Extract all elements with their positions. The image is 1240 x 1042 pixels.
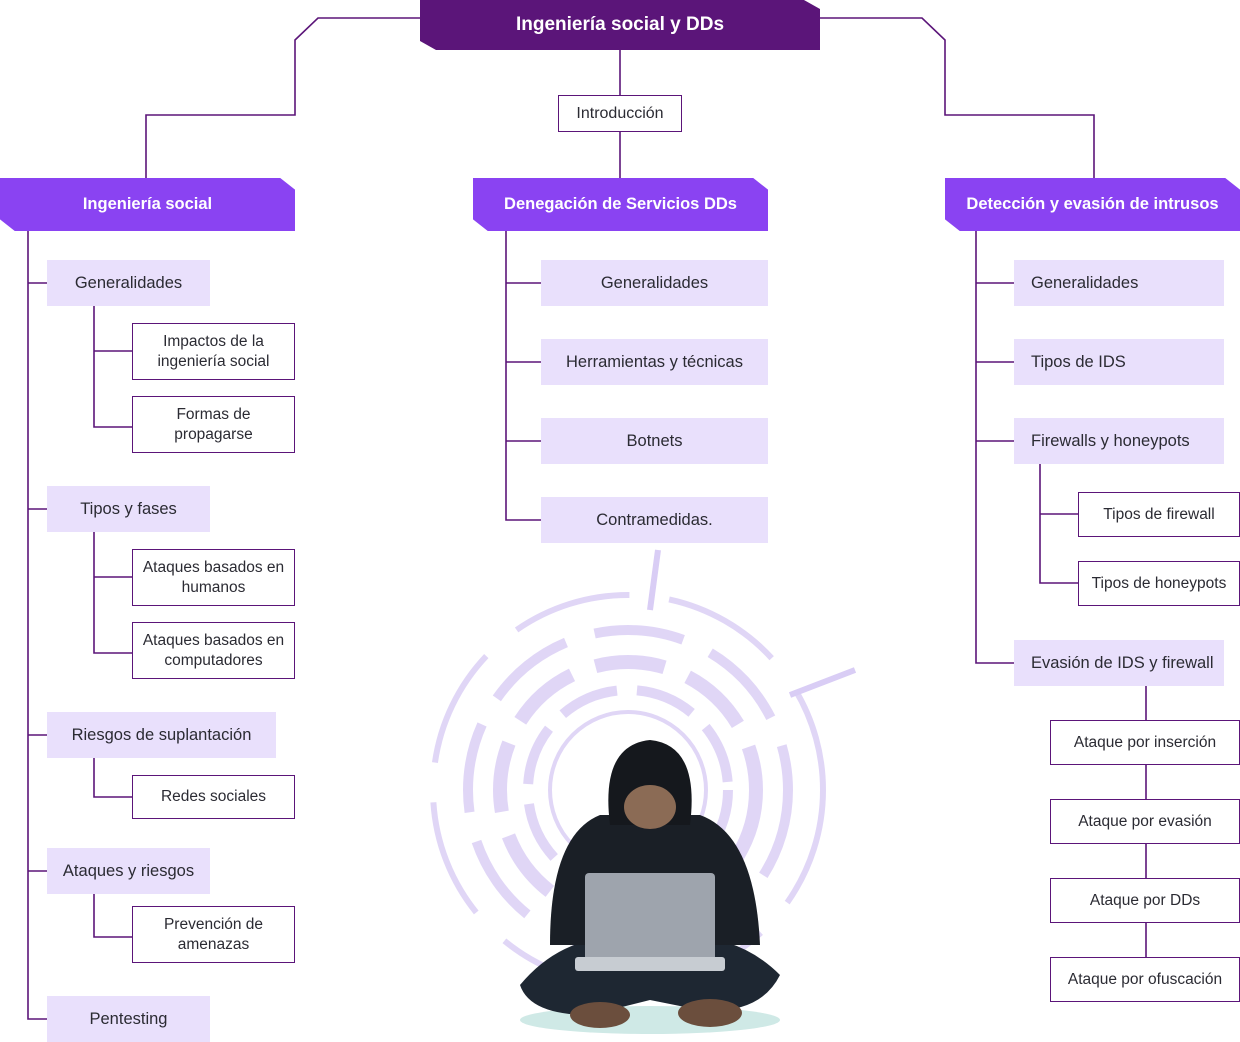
right-item-firewalls: Firewalls y honeypots xyxy=(1014,418,1224,464)
right-item-evasion: Evasión de IDS y firewall xyxy=(1014,640,1224,686)
right-sub-insercion: Ataque por inserción xyxy=(1050,720,1240,765)
section-header-deteccion: Detección y evasión de intrusos xyxy=(945,178,1240,231)
right-item-generalidades: Generalidades xyxy=(1014,260,1224,306)
right-sub-tipos-honeypots: Tipos de honeypots xyxy=(1078,561,1240,606)
left-item-ataques-riesgos: Ataques y riesgos xyxy=(47,848,210,894)
section-header-denegacion: Denegación de Servicios DDs xyxy=(473,178,768,231)
left-sub-ataques-humanos: Ataques basados en humanos xyxy=(132,549,295,606)
diagram-title: Ingeniería social y DDs xyxy=(420,0,820,50)
mid-item-herramientas: Herramientas y técnicas xyxy=(541,339,768,385)
right-sub-evasion: Ataque por evasión xyxy=(1050,799,1240,844)
section-header-ingenieria-social: Ingeniería social xyxy=(0,178,295,231)
intro-node: Introducción xyxy=(558,95,682,132)
right-sub-ofuscacion: Ataque por ofuscación xyxy=(1050,957,1240,1002)
mid-item-botnets: Botnets xyxy=(541,418,768,464)
left-item-riesgos: Riesgos de suplantación xyxy=(47,712,276,758)
left-item-generalidades: Generalidades xyxy=(47,260,210,306)
left-sub-formas: Formas de propagarse xyxy=(132,396,295,453)
hacker-with-laptop-image xyxy=(430,549,857,1034)
right-sub-ddos: Ataque por DDs xyxy=(1050,878,1240,923)
right-item-tipos-ids: Tipos de IDS xyxy=(1014,339,1224,385)
mid-item-generalidades: Generalidades xyxy=(541,260,768,306)
left-sub-ataques-computadores: Ataques basados en computadores xyxy=(132,622,295,679)
left-sub-prevencion: Prevención de amenazas xyxy=(132,906,295,963)
mid-item-contramedidas: Contramedidas. xyxy=(541,497,768,543)
left-sub-impactos: Impactos de la ingeniería social xyxy=(132,323,295,380)
left-sub-redes-sociales: Redes sociales xyxy=(132,775,295,819)
right-sub-tipos-firewall: Tipos de firewall xyxy=(1078,492,1240,537)
left-item-pentesting: Pentesting xyxy=(47,996,210,1042)
left-item-tipos-fases: Tipos y fases xyxy=(47,486,210,532)
